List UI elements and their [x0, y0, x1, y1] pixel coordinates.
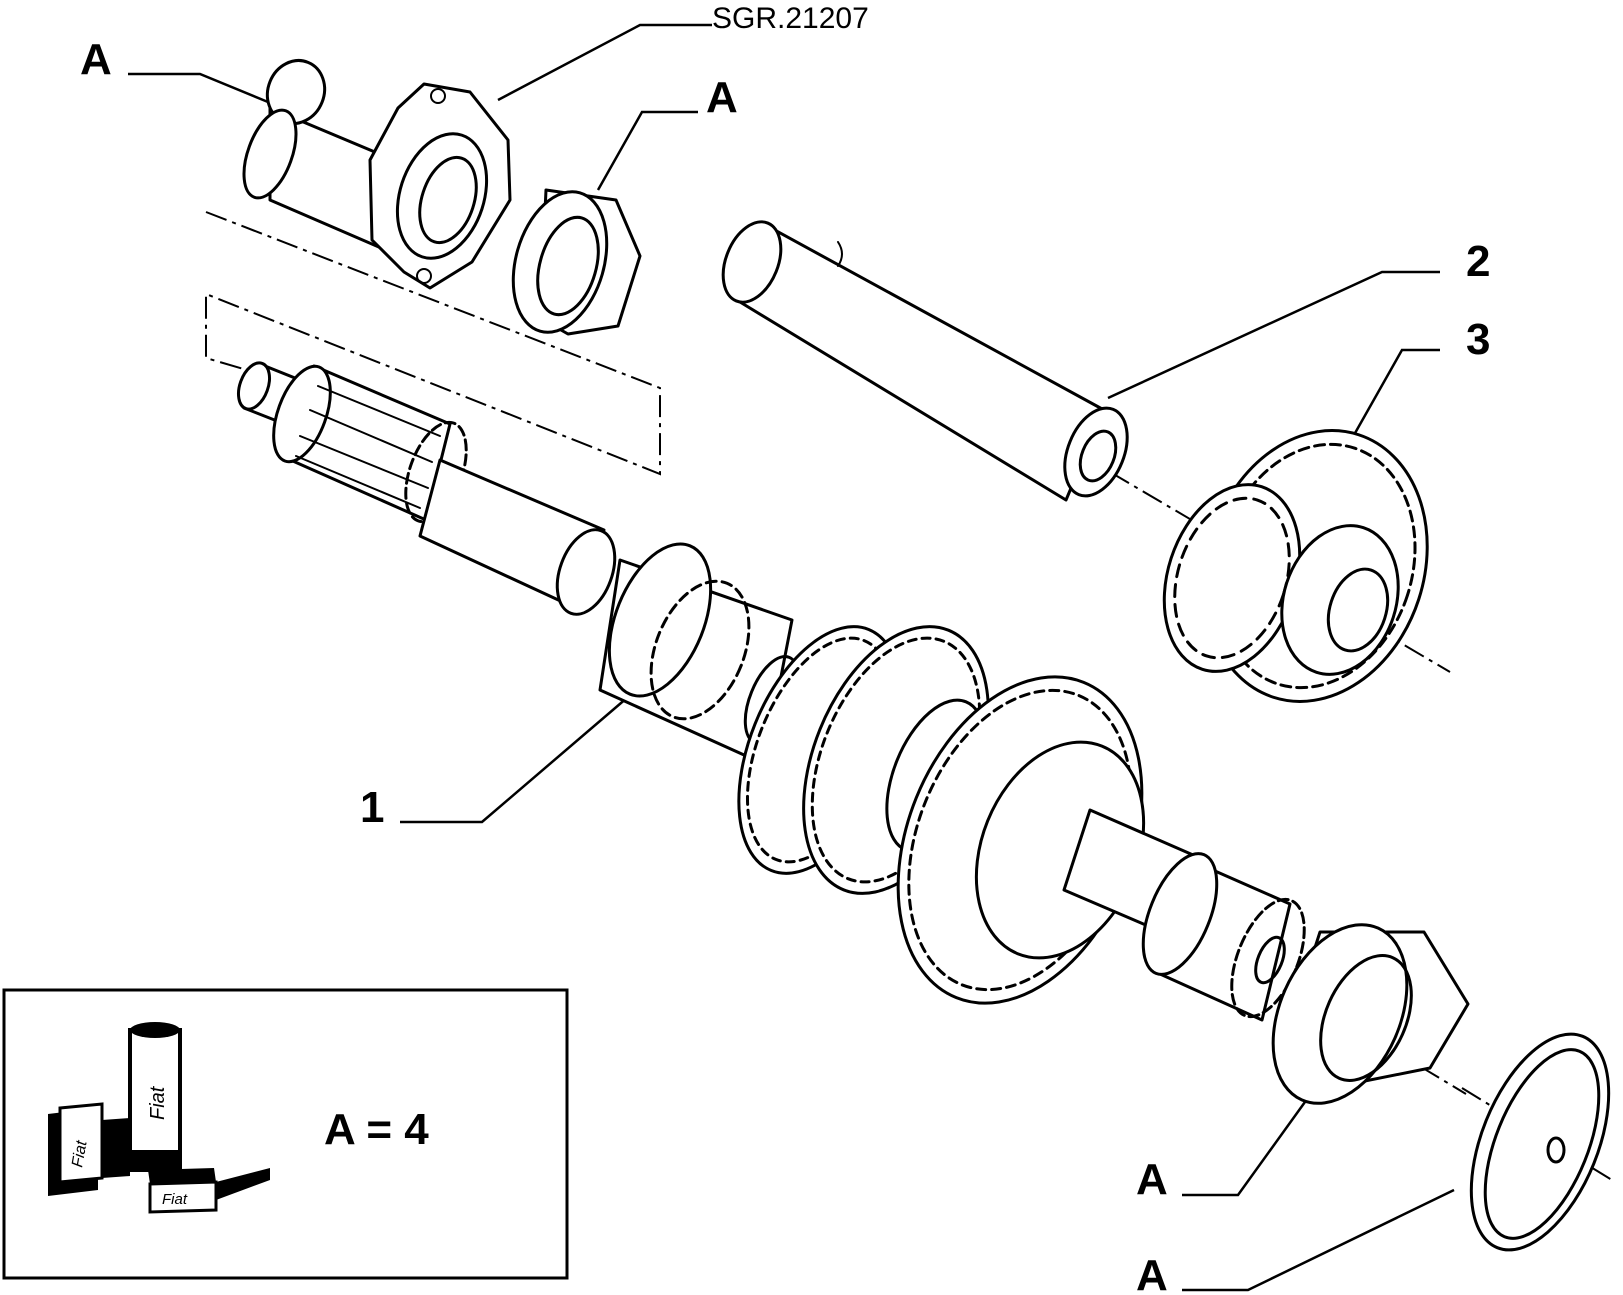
label-a-top-left: A [80, 35, 112, 84]
bearing-sleeve [242, 59, 512, 290]
legend-equation: A = 4 [324, 1105, 429, 1154]
label-part-2: 2 [1466, 237, 1490, 286]
product-box-icon-right: Fiat [148, 1168, 270, 1214]
lubricant-can-icon: Fiat [128, 1022, 182, 1172]
leader-ref [497, 23, 712, 102]
leader-3 [1348, 348, 1440, 443]
leader-lines [128, 23, 1455, 1292]
label-a-snap-ring: A [1136, 1251, 1168, 1295]
reference-code: SGR.21207 [712, 2, 869, 35]
legend-can-text: Fiat [147, 1085, 169, 1120]
legend-box: Fiat Fiat Fiat A = 4 [2, 988, 569, 1280]
label-a-large-bearing: A [1136, 1155, 1168, 1204]
legend-box-text-1: Fiat [69, 1139, 90, 1169]
leader-a4 [1182, 1188, 1455, 1292]
leader-1 [400, 696, 629, 824]
cluster-gear [1162, 429, 1429, 703]
label-a-top-bearing: A [706, 73, 738, 122]
label-part-1: 1 [360, 783, 384, 832]
leader-a2 [596, 110, 698, 191]
label-part-3: 3 [1466, 315, 1490, 364]
leader-2 [1107, 270, 1440, 400]
shaft-pin [721, 220, 1129, 502]
large-bearing [1271, 923, 1470, 1105]
product-box-icon-left: Fiat [48, 1102, 104, 1196]
legend-box-text-2: Fiat [162, 1191, 188, 1208]
snap-ring [1469, 1032, 1611, 1252]
small-bearing [511, 188, 642, 336]
main-shaft [236, 361, 1306, 1022]
leader-a1 [128, 72, 269, 104]
leader-a3 [1182, 1094, 1312, 1197]
